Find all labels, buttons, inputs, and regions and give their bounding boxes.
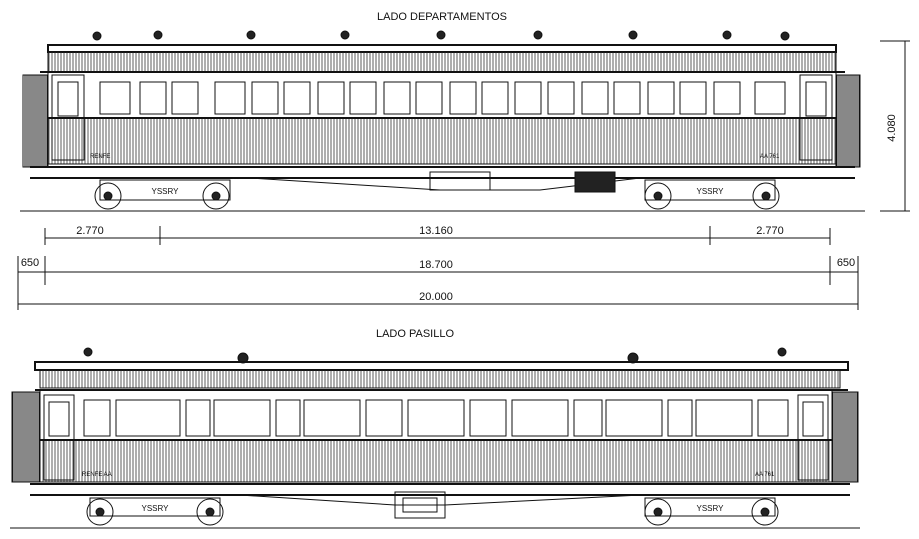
door-left-top (51, 74, 85, 161)
dim-total-length: 20.000 (419, 291, 453, 303)
bogie-left-top: YSSRY (94, 179, 231, 210)
roof-lamps-top (92, 30, 790, 41)
dimension-lines: 4.080 2.770 13.160 2.770 650 18.700 650 … (17, 40, 910, 310)
bogie-plate-bottom-right: YSSRY (697, 504, 725, 513)
dim-end-right: 650 (837, 257, 855, 269)
end-gangway-left-bottom (11, 391, 41, 483)
bogie-right-bottom: YSSRY (644, 497, 779, 526)
bogie-right-top: YSSRY (644, 179, 780, 210)
marking-bottom-left: RENFE AA (82, 472, 112, 478)
bogie-plate-bottom-left: YSSRY (142, 504, 170, 513)
marking-bottom-right: AA 761 (755, 472, 775, 478)
marking-top-left: RENFE (90, 154, 110, 160)
bogie-plate-top-left: YSSRY (152, 187, 180, 196)
bogie-left-bottom: YSSRY (86, 497, 224, 526)
roof-lamps-bottom (83, 347, 787, 364)
dim-end-left: 650 (21, 257, 39, 269)
end-gangway-right-top (835, 74, 861, 168)
door-left-bottom (43, 394, 75, 481)
windows-bottom (83, 399, 789, 437)
carriage-bottom: RENFE AA AA 761 YSSRY YSSRY (10, 347, 860, 529)
dim-height: 4.080 (886, 114, 898, 142)
door-right-top (799, 74, 833, 161)
carriage-top: RENFE AA 761 YSSRY YSSRY (20, 30, 865, 212)
roof-top (47, 44, 837, 53)
roof-bottom (34, 361, 849, 371)
dim-body-length: 18.700 (419, 259, 453, 271)
end-gangway-right-bottom (831, 391, 859, 483)
end-gangway-left-top (22, 74, 49, 168)
dim-overhang-left: 2.770 (76, 225, 104, 237)
bogie-plate-top-right: YSSRY (697, 187, 725, 196)
title-top: LADO DEPARTAMENTOS (377, 11, 507, 23)
title-bottom: LADO PASILLO (376, 328, 454, 340)
dim-bogie-centres: 13.160 (419, 225, 453, 237)
marking-top-right: AA 761 (760, 154, 780, 160)
door-right-bottom (797, 394, 829, 481)
dim-overhang-right: 2.770 (756, 225, 784, 237)
windows-top (99, 81, 786, 115)
